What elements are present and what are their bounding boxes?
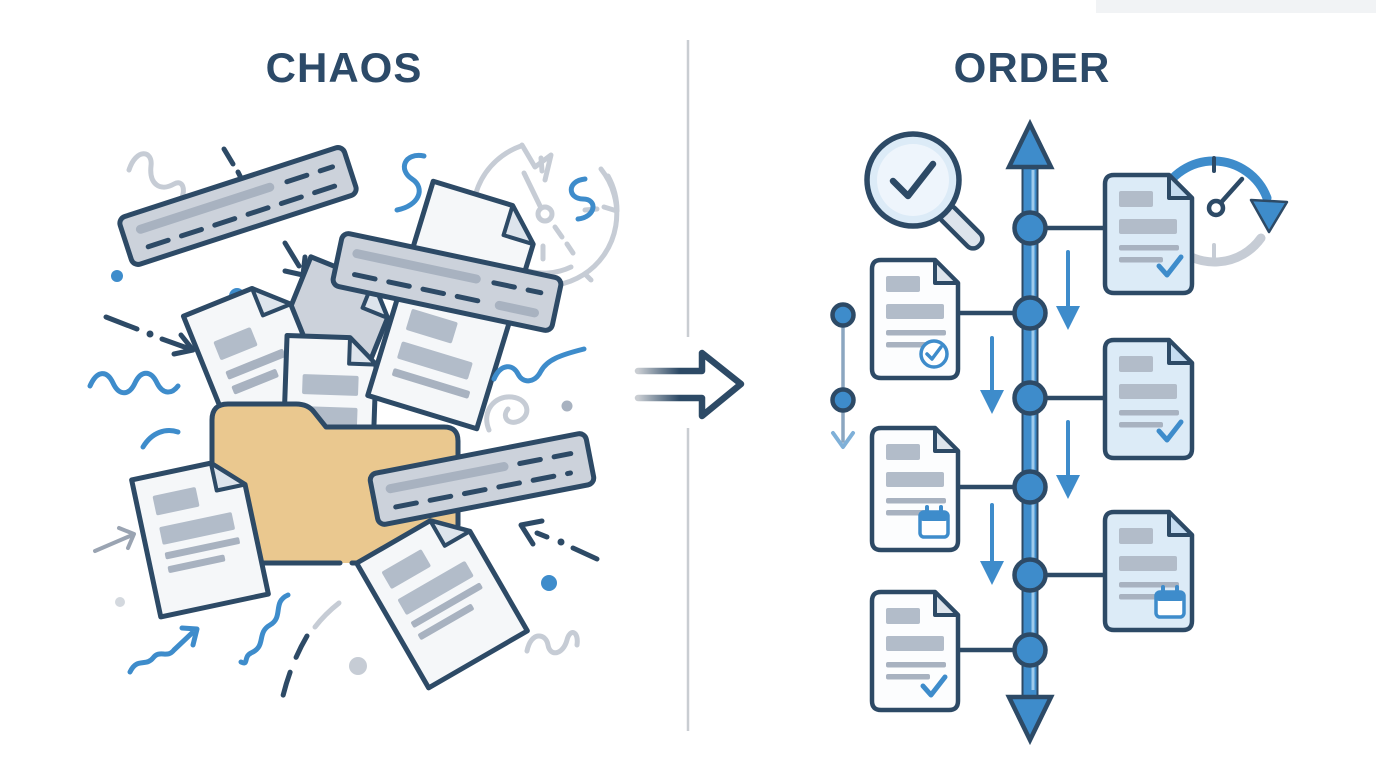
dash-dot-arrow-icon (103, 314, 196, 357)
wave-blue-icon (491, 346, 587, 384)
transform-arrow-icon (634, 349, 745, 420)
magnifier-check-icon (864, 131, 985, 251)
check-icon (1156, 254, 1184, 278)
squiggle-gray-icon (126, 151, 186, 203)
chaos-title: CHAOS (265, 44, 423, 91)
calendar-icon (918, 505, 950, 539)
timeline-arrow-up-icon (1005, 118, 1055, 170)
mini-timeline-icon (830, 302, 856, 449)
order-illustration (830, 118, 1289, 746)
receipt-bar-icon (330, 231, 564, 333)
check-icon (1156, 419, 1184, 443)
zigzag-arrow-blue-icon (127, 625, 200, 675)
flow-arrow-down-icon (980, 503, 1004, 585)
timeline-node (1012, 469, 1048, 505)
curve-gray-icon (312, 600, 342, 630)
chaos-illustration (87, 142, 620, 703)
timeline-node (1012, 632, 1048, 668)
dot-gray (115, 597, 125, 607)
timeline-node (1012, 210, 1048, 246)
document-icon (129, 460, 271, 620)
corner-band (1096, 0, 1376, 13)
calendar-icon (1154, 585, 1186, 619)
arrow-down-icon (282, 240, 308, 278)
dash-dot-arrow-icon (518, 518, 600, 562)
curl-gray-icon (484, 394, 530, 433)
document-card (869, 257, 961, 381)
timeline-node (1012, 380, 1048, 416)
arrow-gray-icon (93, 526, 136, 553)
timeline-arrow-down-icon (1005, 694, 1055, 746)
squiggle-gray-icon (524, 630, 580, 656)
dot-gray (561, 400, 573, 412)
document-card (1102, 509, 1195, 633)
order-title: ORDER (953, 44, 1111, 91)
check-icon (920, 674, 948, 698)
dot-blue (541, 575, 557, 591)
timeline-node (1012, 557, 1048, 593)
squiggle-blue-icon (568, 176, 596, 222)
dot-gray (349, 657, 367, 675)
circled-check-icon (919, 339, 949, 369)
flow-arrow-down-icon (1056, 250, 1080, 330)
document-card (869, 425, 961, 553)
dot-blue (111, 270, 123, 282)
document-card (869, 589, 961, 713)
flow-arrow-down-icon (980, 336, 1004, 414)
dashed-curve-icon (279, 633, 310, 703)
timeline-nodes (1012, 210, 1048, 668)
squiggle-blue-icon (238, 592, 291, 666)
squiggle-blue-icon (394, 152, 427, 213)
flow-arrow-down-icon (1056, 420, 1080, 499)
document-card (1102, 337, 1195, 461)
document-icon (354, 518, 530, 691)
wave-blue-icon (87, 370, 181, 396)
document-card (1102, 172, 1195, 296)
receipt-bar-icon (117, 145, 359, 267)
timeline-node (1012, 295, 1048, 331)
receipt-bar-icon (367, 431, 597, 527)
arc-blue-icon (140, 428, 181, 450)
